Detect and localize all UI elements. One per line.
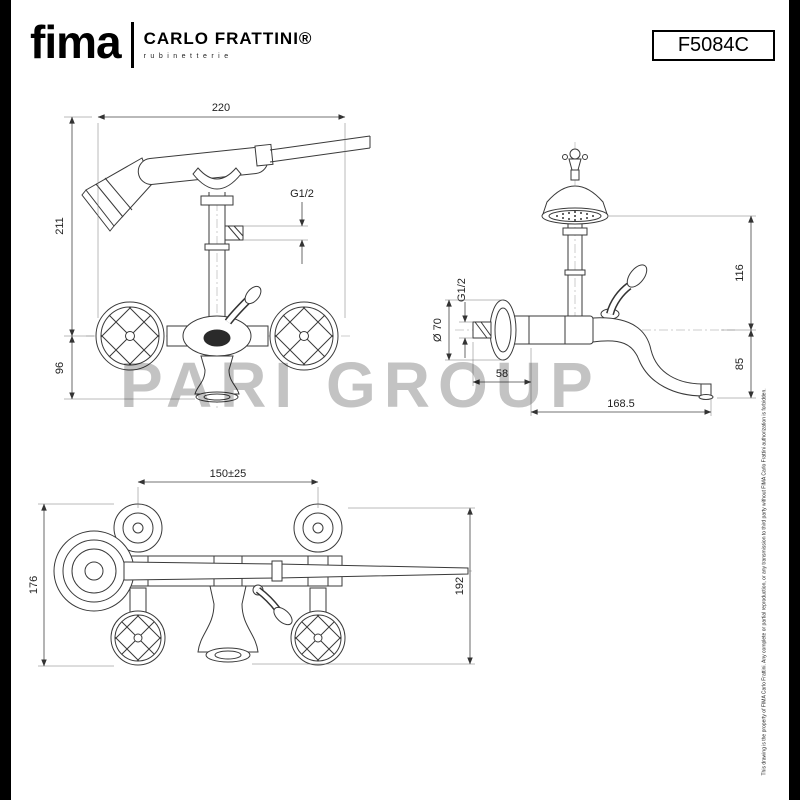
dim-label-g12-side: G1/2 xyxy=(456,278,468,302)
plan-cross-handle-left xyxy=(110,610,166,666)
dim-label-96: 96 xyxy=(54,362,66,374)
model-number-box: F5084C xyxy=(651,30,775,61)
plan-dimension-centers: 150±25 xyxy=(137,468,319,508)
copyright-note: This drawing is the property of FIMA Car… xyxy=(761,388,768,776)
dim-label-176: 176 xyxy=(28,576,40,594)
side-dimension-height-lower: 85 xyxy=(717,329,756,399)
plan-spout xyxy=(197,585,259,663)
plan-flanges xyxy=(113,503,343,553)
dim-label-150-25: 150±25 xyxy=(210,468,247,480)
plan-hand-shower xyxy=(53,530,469,612)
dim-label-g12-front: G1/2 xyxy=(290,188,314,200)
plan-cross-handle-right xyxy=(290,610,346,666)
logo-tagline-text: rubinetterie xyxy=(143,53,233,60)
watermark-text: PARI GROUP xyxy=(120,349,601,421)
dim-label-220: 220 xyxy=(212,102,230,114)
dim-label-85: 85 xyxy=(734,358,746,370)
dim-label-dia70: Ø 70 xyxy=(432,318,444,342)
spray-face-dots xyxy=(556,211,594,221)
logo-divider xyxy=(130,22,134,68)
side-column-and-body xyxy=(472,224,594,361)
dim-label-116: 116 xyxy=(734,264,746,282)
side-view-drawing: 116 85 58 168.5 G1/2 Ø 70 xyxy=(432,142,756,416)
wall-nipple xyxy=(472,321,492,339)
side-dimension-wall-offset: 58 xyxy=(472,342,532,386)
right-border-bar xyxy=(789,0,800,800)
plan-view-drawing: 150±25 176 192 xyxy=(28,468,475,667)
side-centerlines xyxy=(455,142,735,331)
front-dimension-height-lower: 96 xyxy=(54,335,195,400)
model-number: F5084C xyxy=(677,34,749,56)
plan-dimension-depth-right: 192 xyxy=(252,507,475,665)
front-diverter-lever xyxy=(244,285,262,305)
side-shower-head xyxy=(541,148,609,225)
plan-cross-handles xyxy=(110,587,346,666)
front-dimension-width: 220 xyxy=(97,102,346,318)
front-spout xyxy=(194,355,240,403)
side-dimension-spout-reach: 168.5 xyxy=(530,386,712,416)
front-dimension-height-upper: 211 xyxy=(54,116,94,337)
front-cradle-and-column xyxy=(192,167,244,318)
dim-label-192: 192 xyxy=(454,577,466,595)
front-view-drawing: 220 211 96 G1/2 xyxy=(54,102,371,408)
front-body xyxy=(95,285,339,371)
side-dimension-flange-diameter: Ø 70 xyxy=(432,299,503,361)
dim-label-58: 58 xyxy=(496,368,508,380)
logo-brand-text: fima xyxy=(30,16,122,68)
dim-label-211: 211 xyxy=(54,217,66,235)
fima-logo: fima CARLO FRATTINI® rubinetterie xyxy=(30,16,313,68)
side-lever xyxy=(600,264,648,320)
dim-label-168-5: 168.5 xyxy=(607,398,635,410)
logo-carlo-frattini-text: CARLO FRATTINI® xyxy=(143,29,313,48)
side-spout xyxy=(592,317,714,400)
plan-diverter-lever xyxy=(252,584,293,626)
side-dimension-thread: G1/2 xyxy=(456,278,473,358)
left-border-bar xyxy=(0,0,11,800)
front-dimension-thread: G1/2 xyxy=(243,188,314,264)
plan-dimension-depth-left: 176 xyxy=(28,503,114,667)
